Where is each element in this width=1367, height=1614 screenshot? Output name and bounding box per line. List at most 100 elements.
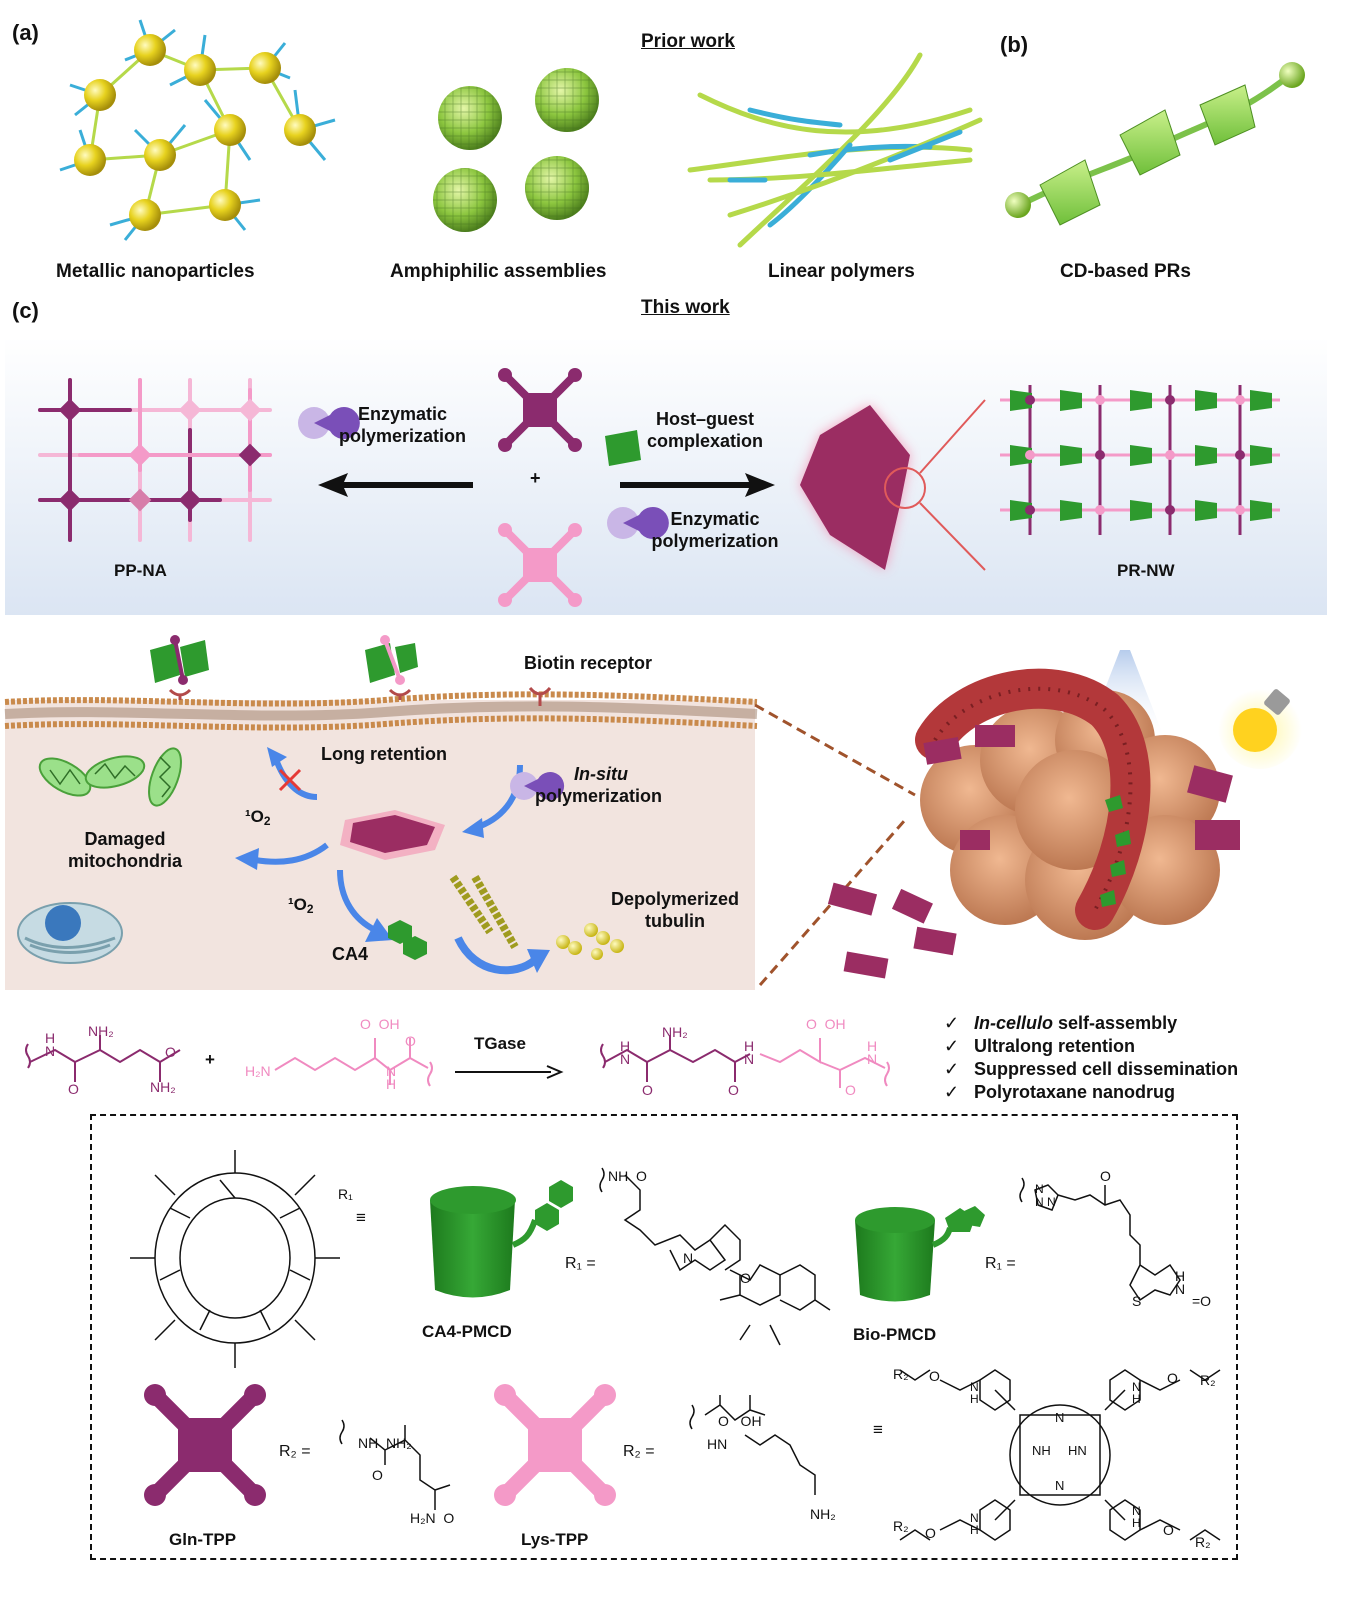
cd-r1-label: R₁: [338, 1186, 353, 1202]
singlet-oxygen-label-1: ¹O2: [245, 807, 271, 828]
lys-tpp-icon: [490, 1380, 620, 1510]
biotin-hn-label: H N: [1175, 1270, 1185, 1296]
lys-nh-label: N H: [386, 1065, 396, 1091]
gln-r2-nh-nh2: NH NH₂: [358, 1435, 412, 1451]
metallic-nanoparticles-illustration: [50, 0, 350, 260]
porphyrin-nh-br: N H: [1132, 1505, 1141, 1529]
host-guest-complexation-label: Host–guest complexation: [640, 408, 770, 452]
biotin-eq-o-label: =O: [1192, 1293, 1211, 1309]
gln-tpp-monomer-icon: [495, 365, 585, 455]
porphyrin-r2-tl: R₂: [893, 1366, 909, 1382]
gln-o-left-label: O: [68, 1081, 79, 1097]
light-bulb-icon: [1215, 672, 1305, 767]
porphyrin-o-br: O: [1163, 1522, 1174, 1538]
porphyrin-o-tl: O: [929, 1368, 940, 1384]
lys-cooh-label: O OH: [360, 1016, 400, 1032]
product-o1-label: O: [642, 1082, 653, 1098]
gln-nh2-right-label: NH₂: [150, 1079, 176, 1095]
depolymerization-arrow-icon: [455, 935, 555, 980]
ca4-pmcd-label: CA4-PMCD: [422, 1322, 512, 1342]
pp-na-network-illustration: [20, 370, 300, 560]
lys-r2-hn: HN: [707, 1436, 727, 1452]
gln-o-right-label: O: [165, 1044, 176, 1060]
ca4-linker-o: O: [740, 1270, 751, 1286]
right-arrow-icon: [620, 470, 775, 500]
lys-o-label: O: [405, 1033, 416, 1049]
pr-nw-sheet-illustration: [790, 395, 990, 580]
lys-r2-nh2: NH₂: [810, 1506, 836, 1522]
gln-tpp-label: Gln-TPP: [169, 1530, 236, 1550]
r1-equals-label-2: R₁ =: [985, 1255, 1016, 1273]
tgase-label: TGase: [474, 1034, 526, 1054]
reaction-plus-sign: +: [205, 1050, 215, 1070]
feature-list: ✓In-cellulo self-assembly ✓Ultralong ret…: [944, 1012, 1238, 1104]
enzyme-icon: [605, 505, 641, 541]
biotin-o-label: O: [1100, 1168, 1111, 1184]
depolymerized-tubulin-label: Depolymerized tubulin: [605, 888, 745, 932]
linear-polymers-illustration: [690, 50, 990, 260]
permethyl-cyclodextrin-structure: [120, 1140, 350, 1375]
pr-nw-label: PR-NW: [1117, 561, 1175, 581]
pr-nw-network-illustration: [990, 375, 1290, 555]
linear-polymers-label: Linear polymers: [768, 261, 915, 283]
biotin-receptor-icon: [360, 635, 430, 700]
ca4-label: CA4: [332, 944, 368, 965]
r2-equals-label-2: R₂ =: [623, 1443, 655, 1461]
gln-r2-o: O: [372, 1467, 383, 1483]
gln-r2-h2n-o: H₂N O: [410, 1510, 454, 1526]
plus-sign: +: [530, 468, 541, 489]
lys-tpp-monomer-icon: [495, 520, 585, 610]
product-o2-label: O: [728, 1082, 739, 1098]
feature-item: ✓Suppressed cell dissemination: [944, 1058, 1238, 1081]
porphyrin-core-structure: [895, 1365, 1225, 1550]
gln-tpp-icon: [140, 1380, 270, 1510]
porphyrin-core-hn: HN: [1068, 1443, 1087, 1458]
porphyrin-o-bl: O: [925, 1525, 936, 1541]
amphiphilic-assemblies-illustration: [425, 60, 605, 235]
blocked-exit-arrow-icon: [262, 742, 322, 802]
product-hn2-label: H N: [744, 1040, 754, 1066]
damaged-mitochondria-label: Damaged mitochondria: [60, 828, 190, 872]
feature-item: ✓Ultralong retention: [944, 1035, 1238, 1058]
enzyme-icon: [296, 405, 332, 441]
product-cooh-label: O OH: [806, 1016, 846, 1032]
left-arrow-icon: [318, 470, 473, 500]
feature-item: ✓In-cellulo self-assembly: [944, 1012, 1238, 1035]
bio-pmcd-label: Bio-PMCD: [853, 1325, 936, 1345]
nanodrug-particles-illustration: [825, 880, 965, 980]
product-hn3-label: H N: [867, 1040, 877, 1066]
ca4-molecule-icon: [385, 918, 430, 963]
biotin-s-label: S: [1132, 1293, 1141, 1309]
feature-item: ✓Polyrotaxane nanodrug: [944, 1081, 1238, 1104]
panel-label-c: (c): [12, 298, 39, 324]
bio-pmcd-icon: [850, 1200, 990, 1310]
gln-hn-label: H N: [45, 1032, 55, 1058]
polymerization-label: polymerization: [535, 786, 662, 807]
cell-nucleus-illustration: [15, 893, 125, 965]
porphyrin-nh-bl: N H: [970, 1512, 979, 1536]
metallic-nanoparticles-label: Metallic nanoparticles: [56, 261, 255, 283]
enzymatic-polymerization-right-label: Enzymatic polymerization: [645, 508, 785, 552]
enzymatic-polymerization-left-label: Enzymatic polymerization: [335, 403, 470, 447]
porphyrin-nh-tl: N H: [970, 1381, 979, 1405]
long-retention-label: Long retention: [321, 744, 447, 765]
porphyrin-core-nh: NH: [1032, 1443, 1051, 1458]
product-hn1-label: H N: [620, 1040, 630, 1066]
porphyrin-nh-tr: N H: [1132, 1381, 1141, 1405]
porphyrin-core-n-top: N: [1055, 1410, 1064, 1425]
porphyrin-r2-br: R₂: [1195, 1534, 1211, 1550]
pp-na-label: PP-NA: [114, 561, 167, 581]
lys-h2n-label: H₂N: [245, 1063, 271, 1079]
porphyrin-r2-tr: R₂: [1200, 1372, 1216, 1388]
damaged-mitochondria-illustration: [40, 742, 190, 812]
panel-label-a: (a): [12, 20, 39, 46]
equiv-sign-2: ≡: [873, 1420, 883, 1440]
ca4-linker-nh-o: NH O: [608, 1168, 647, 1184]
biotin-nnn-label: N N N: [1035, 1183, 1056, 1209]
amphiphilic-assemblies-label: Amphiphilic assemblies: [390, 261, 606, 283]
singlet-oxygen-arrow-icon: [235, 840, 330, 870]
porphyrin-o-tr: O: [1167, 1370, 1178, 1386]
lys-r2-o-oh: O OH: [718, 1413, 762, 1429]
in-situ-label: In-situ: [574, 764, 628, 785]
r2-equals-label-1: R₂ =: [279, 1443, 311, 1461]
